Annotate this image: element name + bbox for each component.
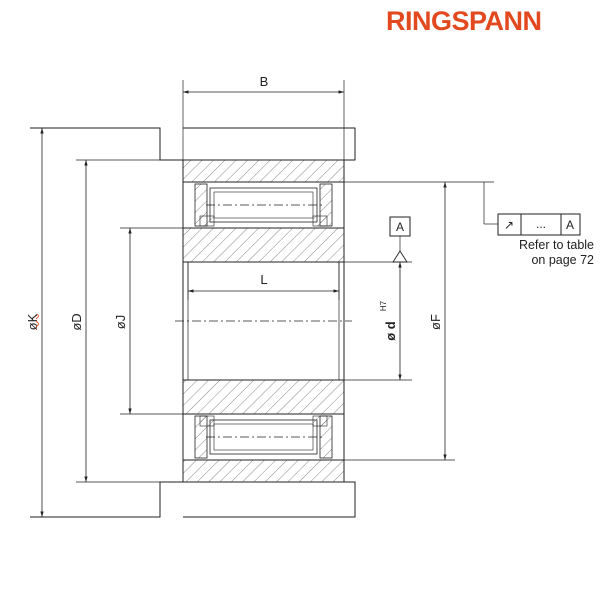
label-d-outer: øD [69,313,84,330]
tolerance-datum: A [566,218,574,232]
note-line-1: Refer to table [518,238,594,252]
dimension-d-outer [76,159,183,483]
dimension-b [182,80,345,160]
outer-ring-bottom [182,459,345,483]
k-highlight-mark [36,314,39,330]
label-bore-d: ø d [383,321,398,341]
inner-ring-top [182,227,345,263]
label-b: B [260,74,269,89]
dimension-l [187,262,340,300]
dimension-f [344,181,494,461]
tolerance-value: ... [536,217,546,231]
dimension-j [120,227,200,415]
roller-cage-bottom [182,413,345,461]
datum-a-symbol [389,216,411,263]
dimension-bore-d [344,261,412,381]
label-bore-tolerance: H7 [379,300,388,311]
label-f: øF [428,314,443,330]
table-reference-note: Refer to table on page 72 [494,238,594,268]
inner-ring-bottom [182,379,345,415]
datum-a-label: A [396,220,404,234]
label-j: øJ [113,315,128,329]
runout-icon: ↗ [504,218,514,232]
roller-cage-top [182,181,345,229]
tolerance-frame [497,213,581,236]
outer-ring-top [182,159,345,183]
label-l: L [260,272,267,287]
tolerance-leader [483,182,498,225]
ringspann-logo: RINGSPANN [386,6,542,36]
note-line-2: on page 72 [531,253,594,267]
